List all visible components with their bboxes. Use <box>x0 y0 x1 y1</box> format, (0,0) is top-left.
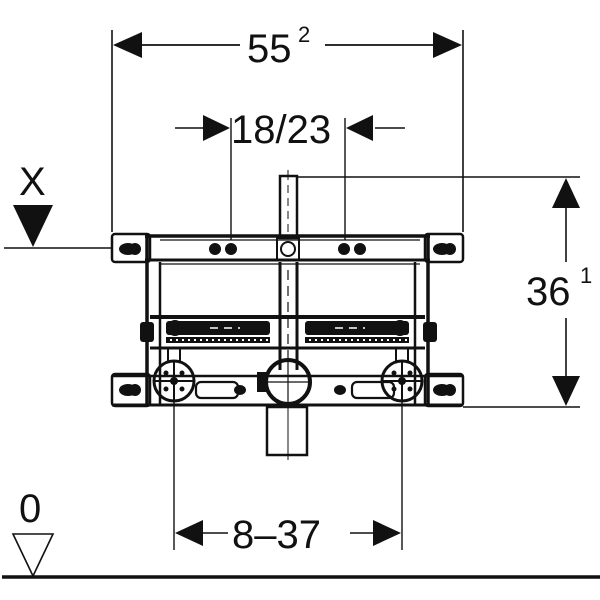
overall-width-superscript: 2 <box>298 22 310 47</box>
outlet-spacing-value: 8–37 <box>232 513 321 557</box>
arrow-down-icon <box>552 376 580 406</box>
top-right-bracket <box>423 232 465 264</box>
top-left-bracket <box>110 232 152 264</box>
arrow-up-icon <box>552 178 580 208</box>
reference-level-marker <box>4 205 112 249</box>
arrow-right-icon <box>373 520 401 546</box>
dimension-bracket-spacing <box>175 115 405 240</box>
arrow-right-icon <box>433 32 462 58</box>
level-triangle-outline-icon <box>11 533 55 578</box>
arrow-right-icon <box>203 115 230 141</box>
floor-level-label: 0 <box>19 487 41 531</box>
height-superscript: 1 <box>580 263 592 288</box>
bracket-spacing-value: 18/23 <box>231 108 331 152</box>
arrow-left-icon <box>175 520 203 546</box>
height-value: 36 <box>526 270 571 314</box>
floor-level-marker <box>2 533 600 579</box>
level-triangle-filled-icon <box>13 205 53 247</box>
arrow-left-icon <box>346 115 373 141</box>
arrow-left-icon <box>113 32 142 58</box>
dimension-height <box>297 176 580 408</box>
overall-width-value: 55 <box>247 27 292 71</box>
reference-level-label: X <box>19 160 46 204</box>
installation-frame <box>110 170 465 460</box>
dimension-overall-width <box>111 30 464 232</box>
fixing-holes <box>119 243 456 396</box>
dimension-outlet-spacing <box>173 380 403 550</box>
